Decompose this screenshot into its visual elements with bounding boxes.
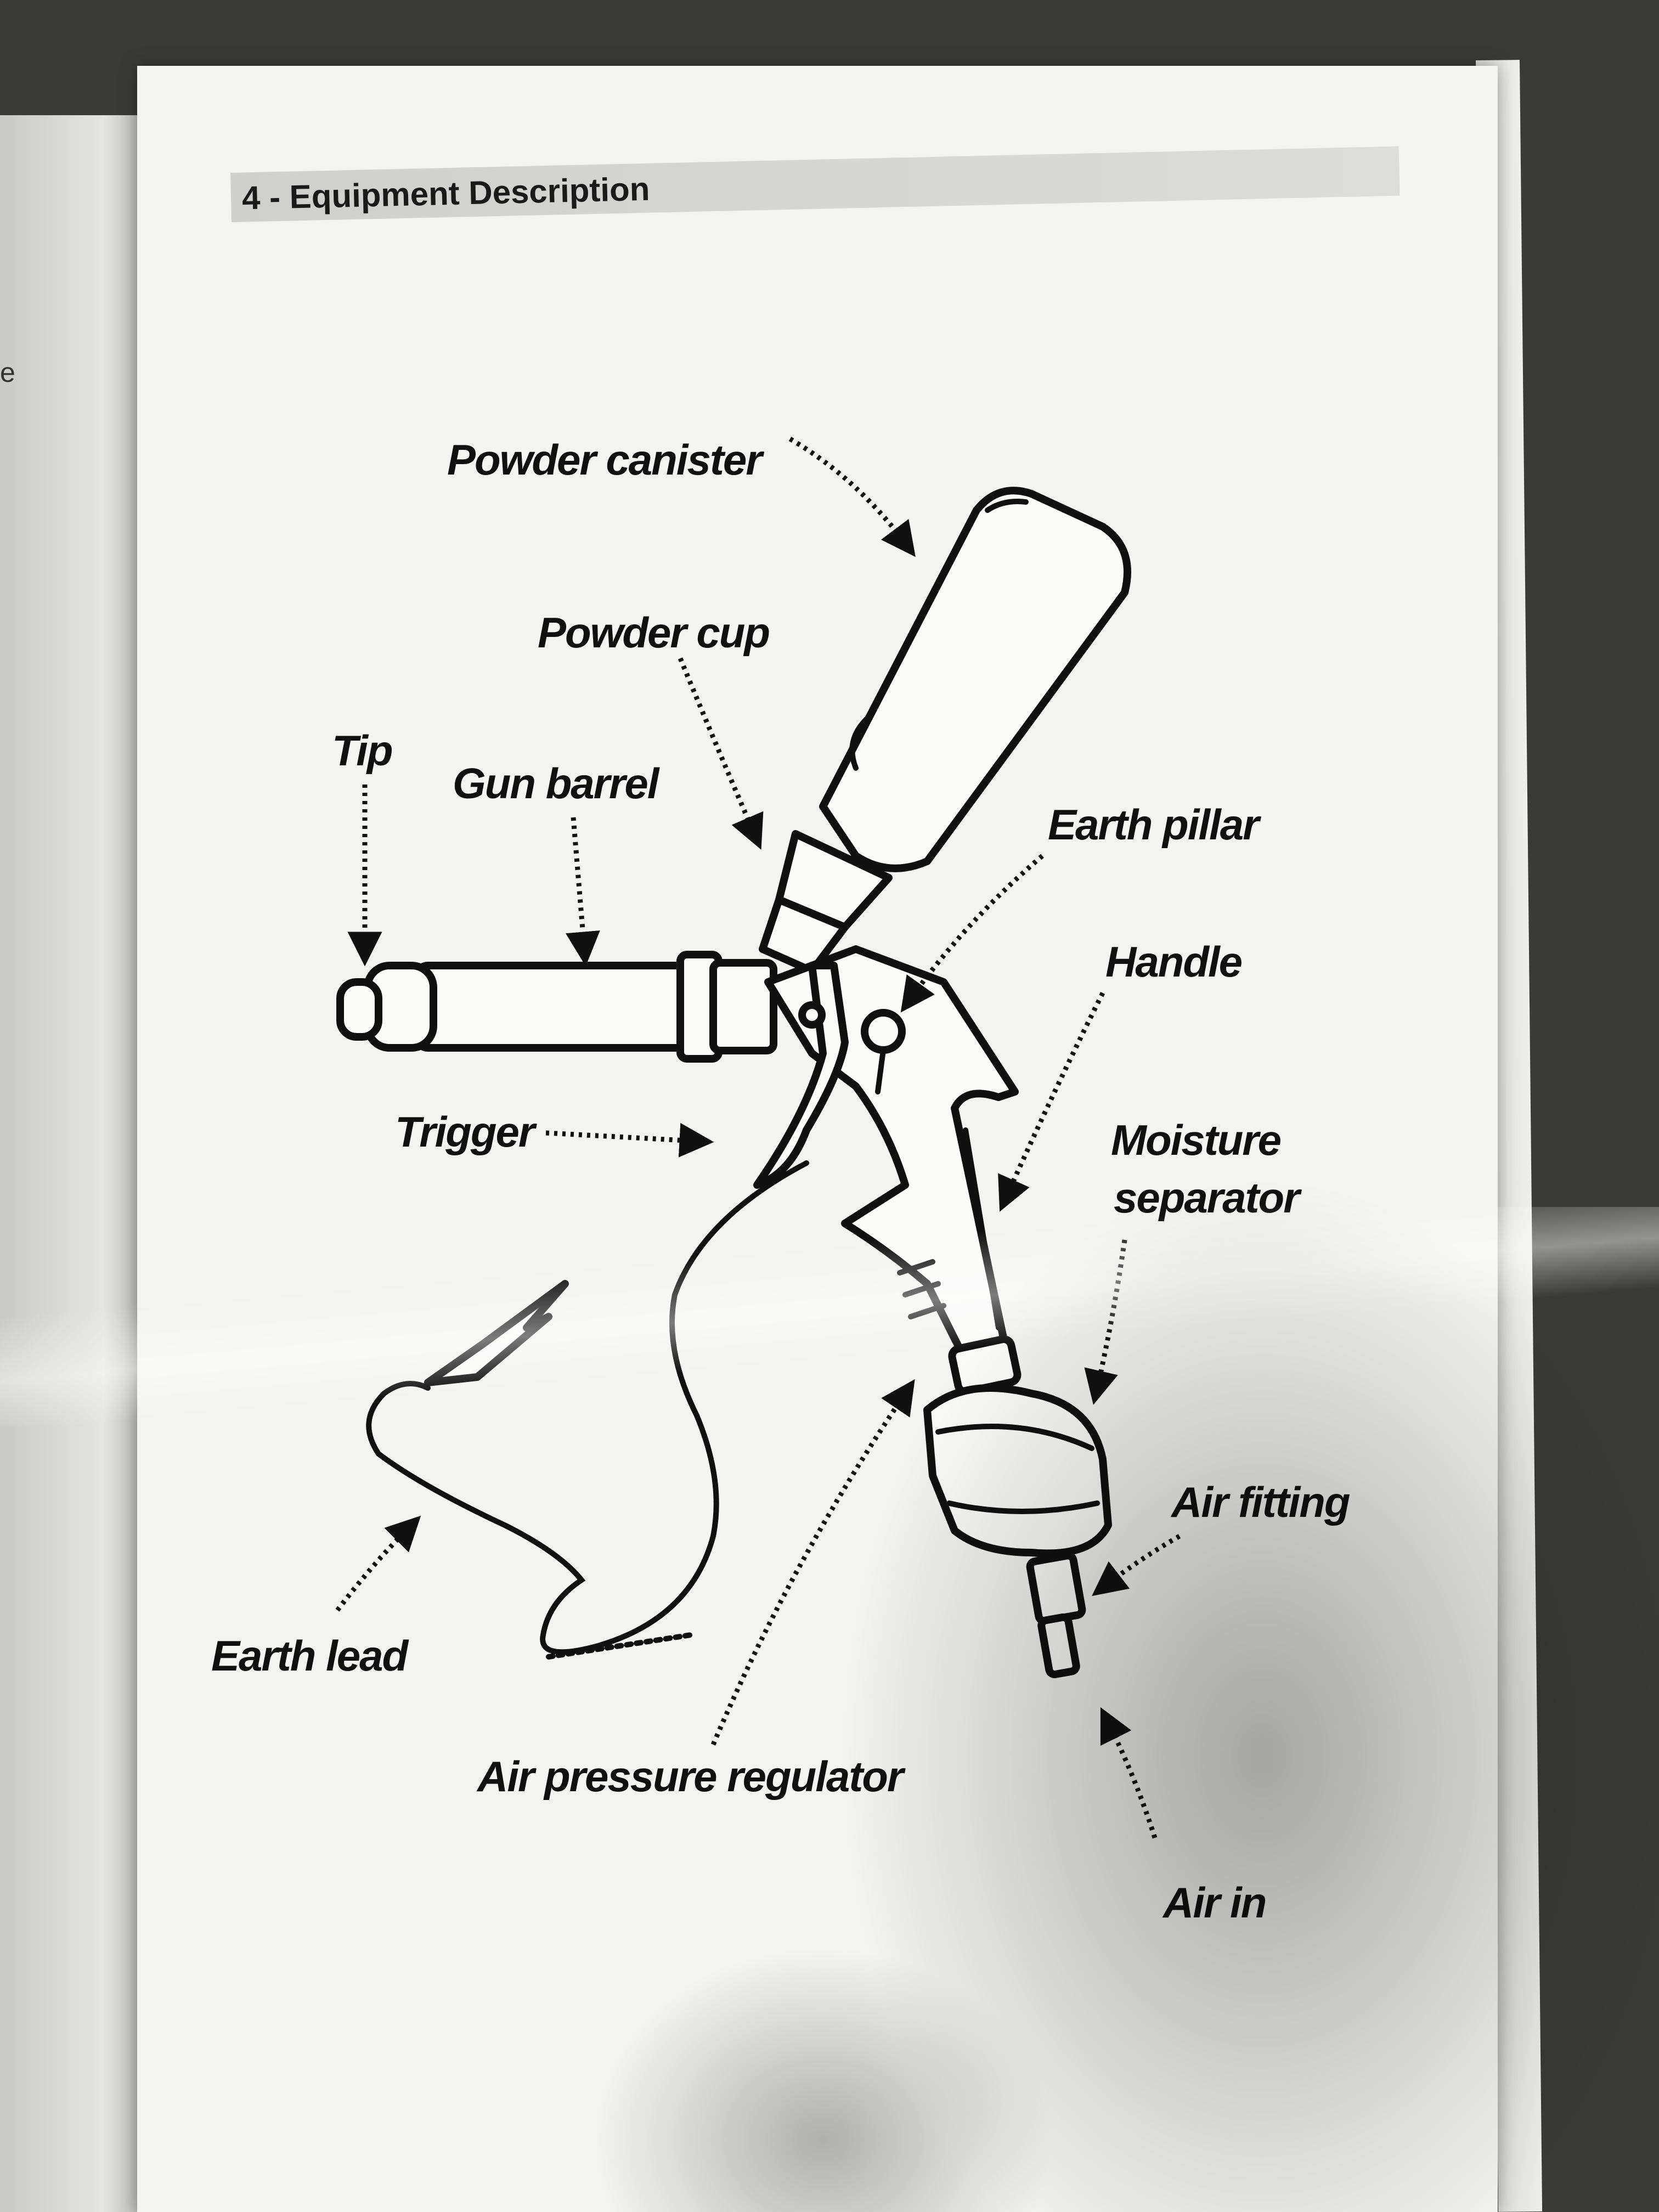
leader-handle [998, 991, 1105, 1212]
left-page-text: e [0, 357, 15, 388]
label-air-pressure-regulator: Air pressure regulator [476, 1752, 906, 1801]
gun-barrel-drawing [336, 951, 777, 1063]
leader-trigger [545, 1122, 714, 1158]
label-air-fitting: Air fitting [1170, 1478, 1350, 1526]
earth-pillar-drawing [861, 1009, 906, 1094]
leader-air-in [1100, 1707, 1158, 1839]
earth-lead-drawing [366, 1160, 809, 1660]
manual-page: 4 - Equipment Description [137, 66, 1498, 2212]
leader-moisture-separator [1084, 1239, 1127, 1405]
label-trigger: Trigger [395, 1108, 537, 1156]
powder-cup-drawing [759, 830, 893, 975]
label-moisture-separator-line1: Moisture [1111, 1116, 1281, 1164]
leader-air-fitting [1092, 1534, 1181, 1596]
label-handle: Handle [1105, 938, 1242, 986]
leader-gun-barrel [565, 817, 600, 967]
label-gun-barrel: Gun barrel [453, 759, 660, 808]
label-moisture-separator-line2: separator [1114, 1173, 1302, 1222]
label-air-in: Air in [1162, 1878, 1266, 1927]
leader-earth-lead [335, 1515, 421, 1612]
label-powder-cup: Powder cup [538, 608, 769, 657]
label-earth-pillar: Earth pillar [1048, 800, 1261, 849]
moisture-separator-drawing [923, 1335, 1112, 1558]
air-fitting-drawing [1026, 1551, 1086, 1678]
label-powder-canister: Powder canister [447, 436, 764, 484]
left-page: e [0, 115, 148, 2212]
leader-powder-cup [678, 657, 764, 850]
trigger-drawing [753, 962, 849, 1189]
label-earth-lead: Earth lead [211, 1632, 409, 1680]
leader-powder-canister [788, 437, 916, 557]
label-tip: Tip [332, 726, 392, 775]
leader-air-pressure-regulator [710, 1379, 915, 1746]
leader-earth-pillar [900, 854, 1044, 1013]
powder-canister-drawing [819, 487, 1131, 872]
